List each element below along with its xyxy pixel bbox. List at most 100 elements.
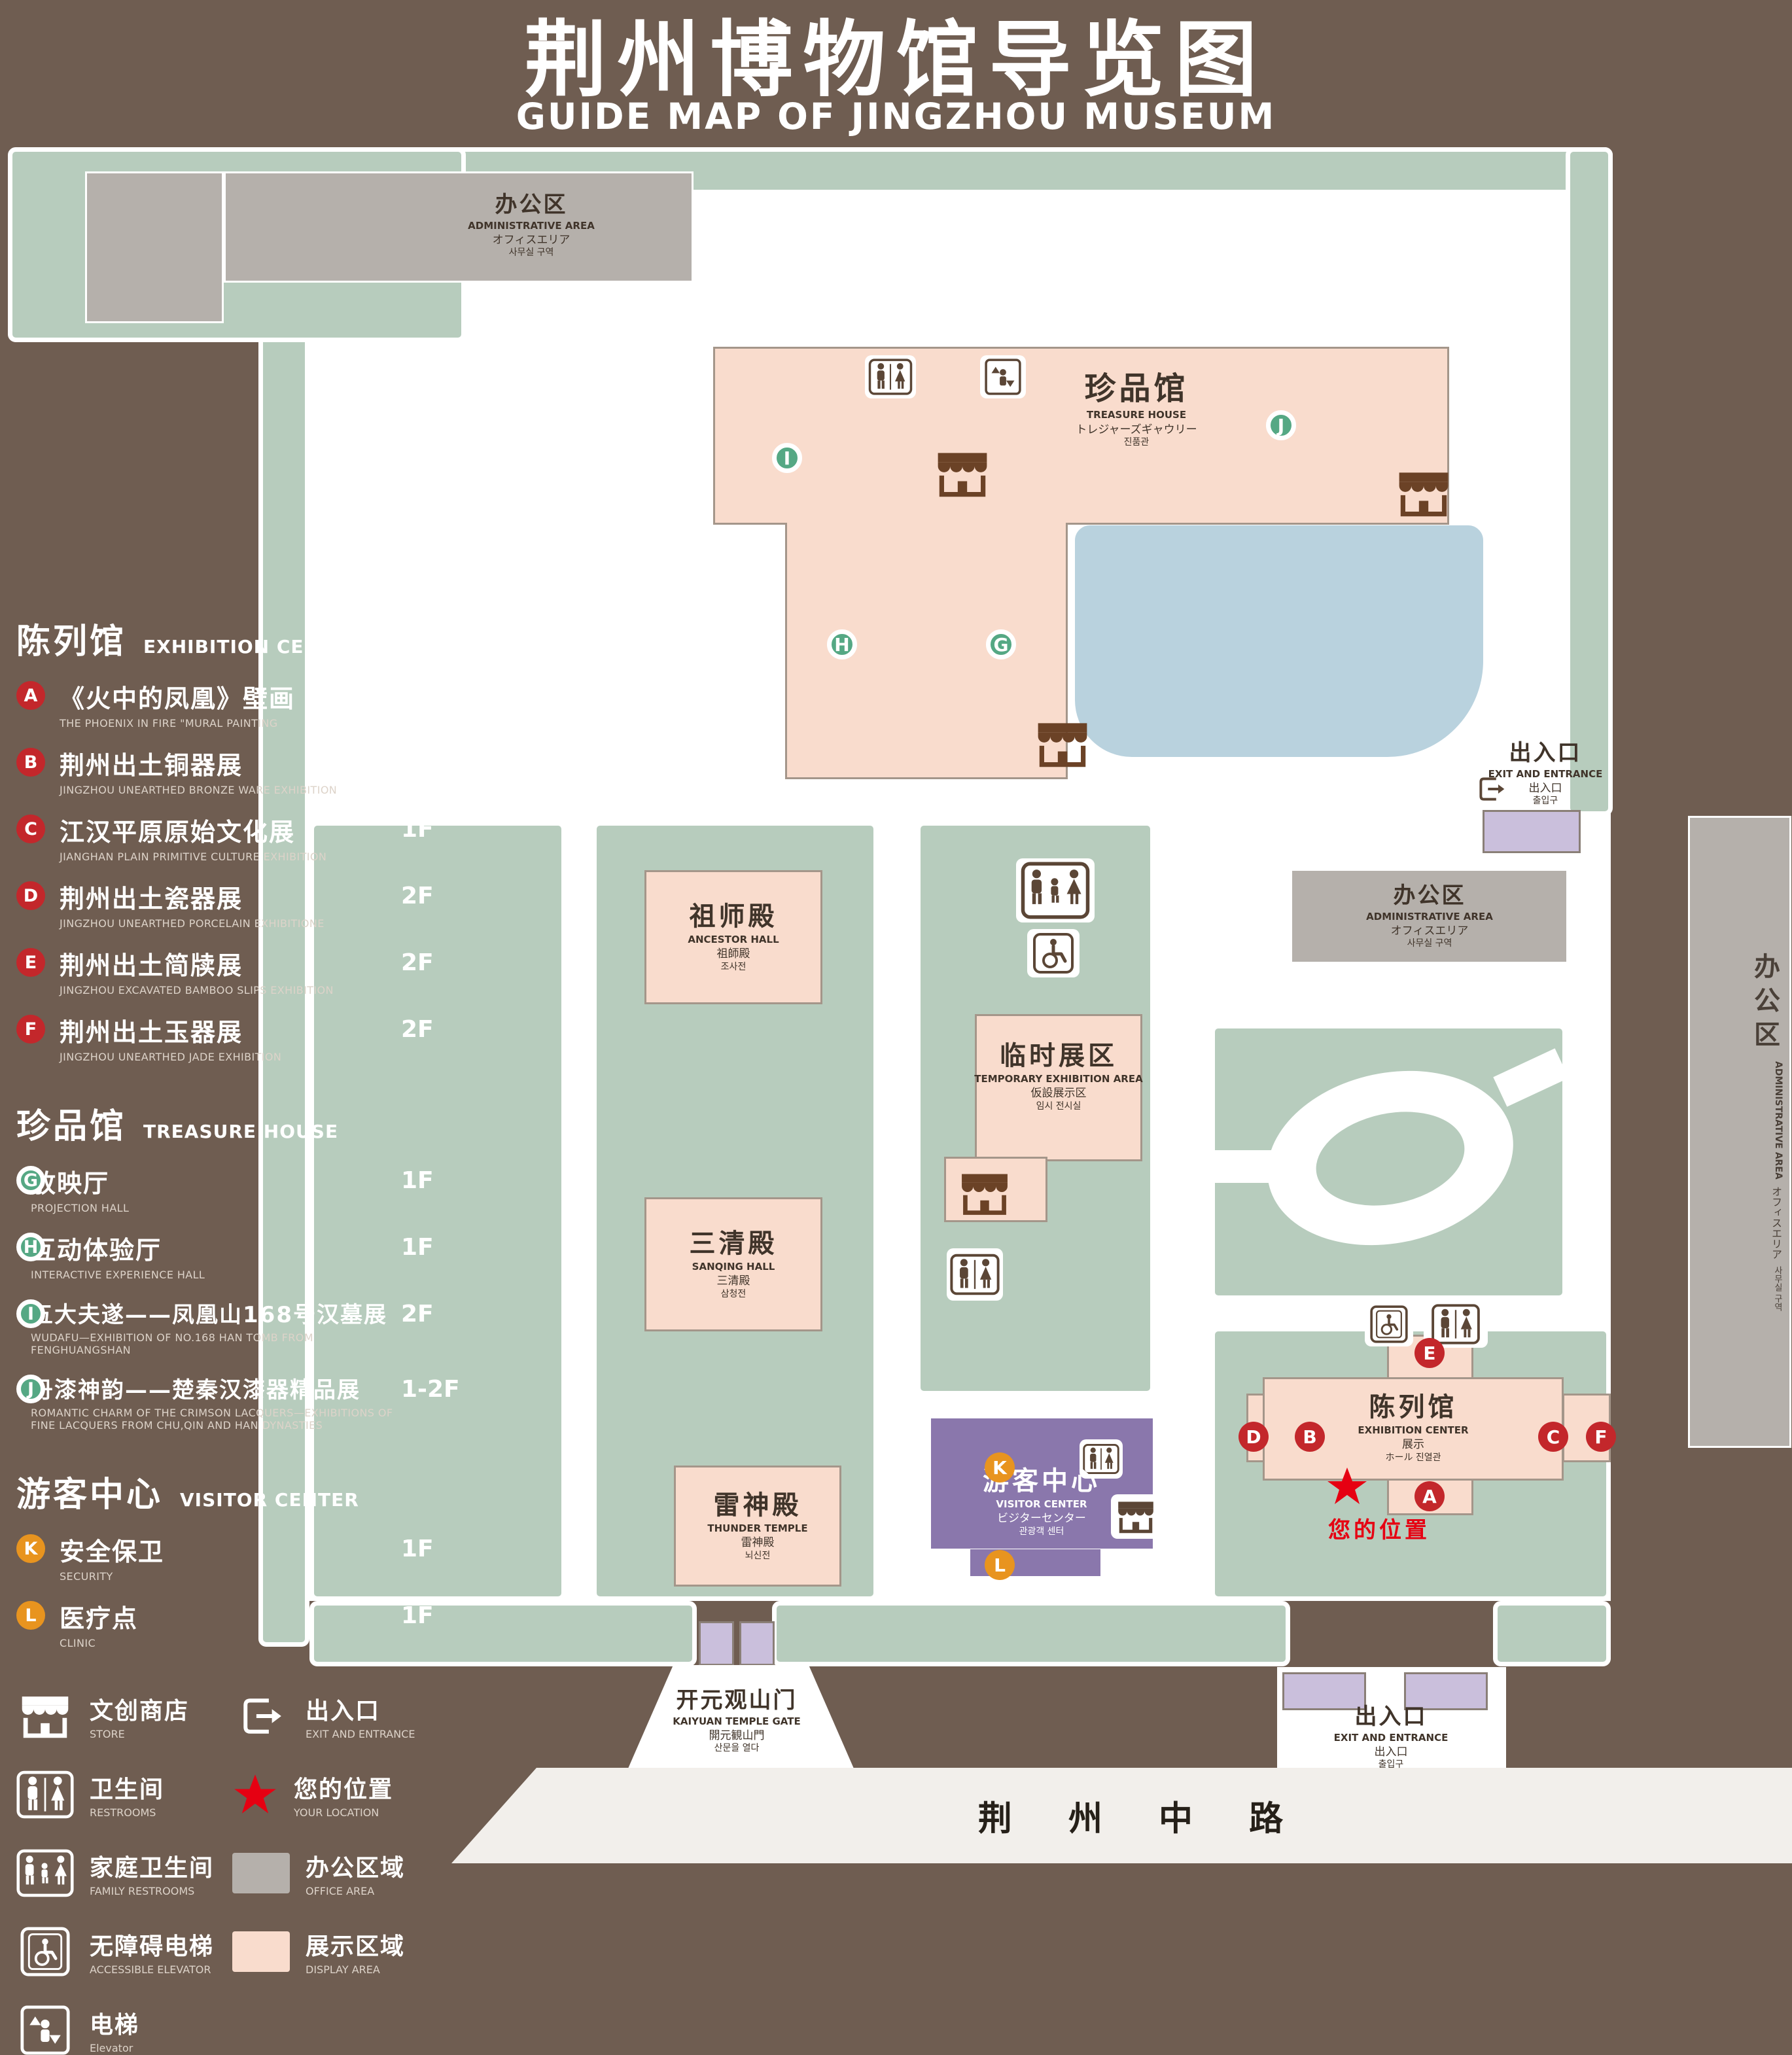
label-ko: 뇌신전 — [745, 1551, 771, 1562]
wheelchair-icon — [1027, 929, 1080, 977]
pond — [1073, 523, 1485, 759]
symbol-zh: 您的位置 — [294, 1776, 394, 1803]
symbol-en: RESTROOMS — [90, 1806, 156, 1819]
symbol-text: 展示区域 DISPLAY AREA — [306, 1927, 405, 1976]
symbol-text: 文创商店 STORE — [90, 1692, 189, 1740]
label-ja: オフィスエリア — [1770, 1186, 1782, 1259]
badge-F: F — [16, 1015, 45, 1044]
label-zh: 办公区 — [1393, 882, 1466, 909]
label-zh: 陈列馆 — [1369, 1392, 1458, 1422]
treasure-house-building-main — [713, 347, 1449, 525]
legend-item-text: 五大夫遂——凤凰山168号汉墓展 WUDAFU—EXHIBITION OF NO… — [31, 1297, 395, 1356]
label-en: EXIT AND ENTRANCE — [1488, 767, 1603, 780]
sanqing-hall-label: 三清殿 SANQING HALL 三清殿 삼청전 — [690, 1227, 778, 1301]
label-zh: 出入口 — [1509, 739, 1582, 766]
store-icon — [932, 446, 993, 501]
elevator-icon — [980, 355, 1026, 398]
item-zh: 荆州出土玉器展 — [60, 1018, 243, 1047]
item-zh: 五大夫遂——凤凰山168号汉墓展 — [31, 1302, 387, 1328]
road — [451, 1768, 1792, 1863]
section-title-zh: 陈列馆 — [16, 622, 127, 661]
item-en: JINGZHOU UNEARTHED PORCELAIN EXHIBITIONE — [60, 917, 325, 930]
restroom-icon — [16, 1770, 74, 1819]
label-zh: 三清殿 — [689, 1228, 778, 1259]
legend-item-H: H 互动体验厅 INTERACTIVE EXPERIENCE HALL 1F — [16, 1230, 461, 1281]
label-zh: 出入口 — [1354, 1703, 1428, 1730]
visitor-center-building — [929, 1416, 1155, 1551]
item-en: PROJECTION HALL — [31, 1202, 130, 1214]
temporary-area-label: 临时展区 TEMPORARY EXHIBITION AREA 仮設展示区 임시 … — [974, 1040, 1142, 1113]
legend-item-C: C 江汉平原原始文化展 JIANGHAN PLAIN PRIMITIVE CUL… — [16, 812, 461, 863]
symbol-text: 您的位置 YOUR LOCATION — [294, 1770, 393, 1819]
symbol-text: 出入口 EXIT AND ENTRANCE — [306, 1692, 415, 1740]
display-area-swatch — [232, 1927, 290, 1976]
legend-symbol-accessible-elevator: 无障碍电梯 ACCESSIBLE ELEVATOR — [16, 1927, 232, 1976]
label-ja: 雷神殿 — [741, 1536, 775, 1550]
map-marker-K: K — [985, 1452, 1015, 1483]
lawn-bottom-band-east — [1493, 1601, 1611, 1666]
item-en: JINGZHOU EXCAVATED BAMBOO SLIPS EXHIBITI… — [60, 984, 334, 996]
map-marker-D: D — [1239, 1422, 1269, 1452]
symbol-en: EXIT AND ENTRANCE — [306, 1728, 415, 1740]
label-en: VISITOR CENTER — [996, 1498, 1087, 1511]
section-title-en: EXHIBITION CENTER — [143, 636, 361, 658]
label-ko: 사무실 구역 — [508, 247, 554, 258]
item-zh: 丹漆神韵——楚秦汉漆器精品展 — [31, 1377, 360, 1403]
item-floor: 1F — [401, 682, 434, 709]
map-marker-C: C — [1538, 1422, 1568, 1452]
legend-symbol-store: 文创商店 STORE — [16, 1691, 232, 1741]
item-en: ROMANTIC CHARM OF THE CRIMSON LACQUERS—E… — [31, 1407, 393, 1431]
item-zh: 互动体验厅 — [31, 1236, 162, 1265]
item-floor: 2F — [401, 883, 434, 909]
symbol-zh: 办公区域 — [306, 1855, 406, 1882]
symbol-zh: 出入口 — [306, 1698, 381, 1725]
item-zh: 医疗点 — [60, 1604, 139, 1633]
location-star-icon — [232, 1772, 278, 1817]
symbol-text: 无障碍电梯 ACCESSIBLE ELEVATOR — [90, 1927, 214, 1976]
item-floor: 1F — [401, 816, 434, 843]
thunder-temple-building — [674, 1466, 841, 1587]
label-ja: オフィスエリア — [1390, 924, 1469, 938]
badge-B: B — [16, 748, 45, 777]
symbol-en: FAMILY RESTROOMS — [90, 1885, 195, 1897]
restroom-icon — [865, 355, 916, 398]
label-ja: 開元観山門 — [709, 1729, 765, 1742]
label-ja: 出入口 — [1374, 1745, 1408, 1759]
temporary-exhibition-building — [975, 1014, 1142, 1161]
label-ko: 출입구 — [1378, 1759, 1404, 1770]
item-en: JINGZHOU UNEARTHED JADE EXHIBITION — [60, 1051, 282, 1063]
store-icon — [16, 1691, 74, 1741]
legend-item-G: G 放映厅 PROJECTION HALL 1F — [16, 1163, 461, 1214]
label-ko: 산문을 열다 — [714, 1743, 760, 1754]
label-zh: 办公区 — [1749, 953, 1780, 1055]
map-marker-F: F — [1586, 1422, 1616, 1452]
label-en: ADMINISTRATIVE AREA — [468, 219, 595, 232]
label-en: ANCESTOR HALL — [688, 934, 779, 946]
admin-strip-right — [1688, 816, 1791, 1448]
label-ja: ビジターセンター — [997, 1512, 1086, 1526]
label-en: ADMINISTRATIVE AREA — [1366, 910, 1493, 922]
item-zh: 荆州出土瓷器展 — [60, 885, 243, 913]
symbol-en: DISPLAY AREA — [306, 1963, 380, 1976]
label-ko: 조사전 — [720, 962, 747, 973]
legend-item-B: B 荆州出土铜器展 JINGZHOU UNEARTHED BRONZE WARE… — [16, 745, 461, 796]
map-marker-G: G — [986, 629, 1016, 659]
label-ko: ホール 진열관 — [1385, 1452, 1441, 1464]
entrance-pad-right — [1483, 810, 1581, 853]
map-marker-A: A — [1414, 1481, 1445, 1511]
label-en: EXIT AND ENTRANCE — [1333, 1731, 1449, 1744]
exit-icon — [232, 1691, 290, 1741]
legend-item-text: 丹漆神韵——楚秦汉漆器精品展 ROMANTIC CHARM OF THE CRI… — [31, 1372, 395, 1431]
item-en: WUDAFU—EXHIBITION OF NO.168 HAN TOMB FRO… — [31, 1331, 313, 1356]
label-en: ADMINISTRATIVE AREA — [1773, 1061, 1783, 1180]
legend-item-D: D 荆州出土瓷器展 JINGZHOU UNEARTHED PORCELAIN E… — [16, 879, 461, 930]
family-restroom-icon — [1016, 858, 1095, 922]
symbol-text: 办公区域 OFFICE AREA — [306, 1849, 405, 1897]
legend-item-text: 荆州出土玉器展 JINGZHOU UNEARTHED JADE EXHIBITI… — [60, 1012, 395, 1063]
office-area-swatch — [232, 1848, 290, 1898]
badge-D: D — [16, 881, 45, 910]
legend-symbol-elevator: 电梯 Elevator — [16, 2005, 232, 2055]
exit-right-label: 出入口 EXIT AND ENTRANCE 出入口 출입구 — [1488, 739, 1603, 807]
legend-item-text: 安全保卫 SECURITY — [60, 1532, 395, 1583]
badge-A: A — [16, 681, 45, 710]
